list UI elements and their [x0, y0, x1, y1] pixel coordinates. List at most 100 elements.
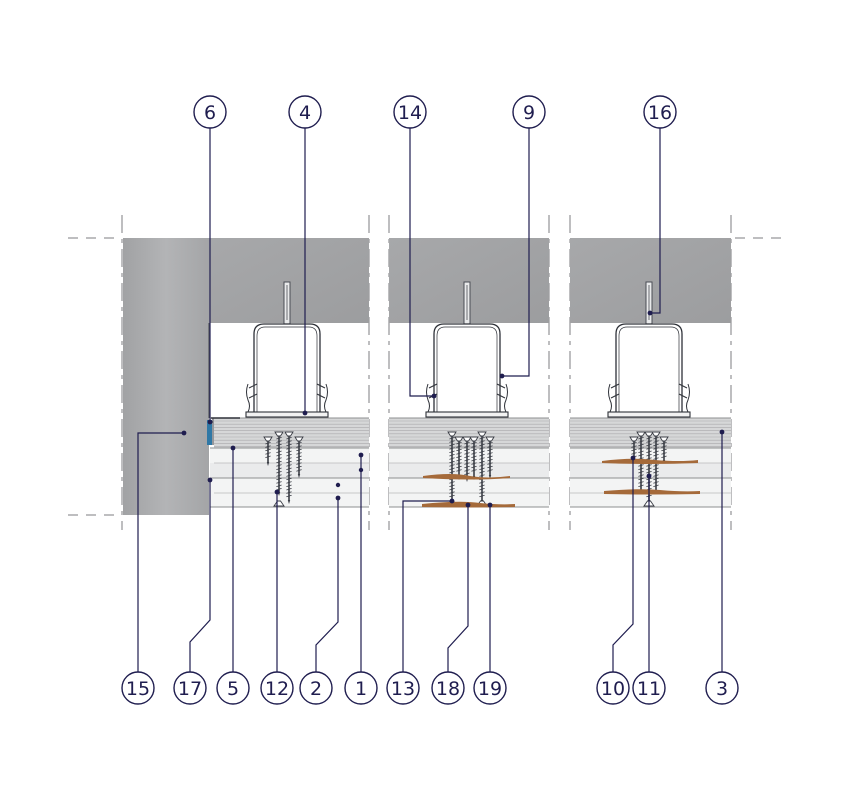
callout-circle [512, 95, 546, 129]
callout-number: 16 [648, 102, 672, 124]
sealant-bead [207, 420, 212, 445]
screw-7 [462, 436, 472, 482]
callout-2: 2 [299, 671, 333, 705]
callout-number: 2 [310, 678, 322, 700]
leader-dot-extra-1 [358, 467, 364, 473]
leader-dot-17 [207, 477, 213, 483]
screw-2 [274, 431, 284, 496]
leader-dot-2 [335, 495, 341, 501]
ceiling-profile-1 [245, 281, 329, 418]
callout-number: 18 [436, 678, 460, 700]
leader-dot-10 [630, 455, 636, 461]
ceiling-profile-3 [607, 281, 691, 418]
screw-10 [485, 436, 495, 479]
callout-11: 11 [632, 671, 666, 705]
callout-12: 12 [260, 671, 294, 705]
leader-dot-13 [449, 498, 455, 504]
callout-circle [596, 671, 630, 705]
callout-number: 9 [523, 102, 535, 124]
callout-number: 4 [299, 102, 311, 124]
callout-10: 10 [596, 671, 630, 705]
callout-circle [299, 671, 333, 705]
screw-6 [454, 436, 464, 480]
callout-circle [386, 671, 420, 705]
callout-19: 19 [473, 671, 507, 705]
screw-4 [294, 436, 304, 478]
callout-circle [705, 671, 739, 705]
callout-circle [216, 671, 250, 705]
callout-circle [288, 95, 322, 129]
wall-section [123, 238, 209, 515]
callout-circle [344, 671, 378, 705]
leader-14 [409, 128, 434, 397]
callout-number: 19 [478, 678, 502, 700]
acoustic-strip-10 [602, 458, 698, 464]
leader-dot-3 [719, 429, 725, 435]
callout-18: 18 [431, 671, 465, 705]
leader-18 [447, 505, 469, 672]
callout-circle [173, 671, 207, 705]
callout-3: 3 [705, 671, 739, 705]
callout-4: 4 [288, 95, 322, 129]
callout-circle [193, 95, 227, 129]
leader-dot-6 [207, 419, 213, 425]
leader-dot-15 [181, 430, 187, 436]
callout-15: 15 [121, 671, 155, 705]
leader-dot-19 [487, 502, 493, 508]
callout-circle [473, 671, 507, 705]
callout-number: 5 [227, 678, 239, 700]
screw-1 [263, 436, 273, 466]
leader-dot-1 [358, 452, 364, 458]
leader-16 [650, 128, 661, 314]
leader-dot-9 [499, 373, 505, 379]
callout-circle [643, 95, 677, 129]
leader-17 [189, 480, 211, 672]
screw-8 [469, 436, 479, 480]
callout-circle [121, 671, 155, 705]
callout-circle [632, 671, 666, 705]
callout-number: 17 [178, 678, 202, 700]
leader-dot-5 [230, 445, 236, 451]
callout-6: 6 [193, 95, 227, 129]
ceiling-profiles [245, 281, 691, 418]
callout-number: 1 [355, 678, 367, 700]
leader-dot-12 [274, 489, 280, 495]
screw-3 [284, 431, 294, 504]
callout-14: 14 [393, 95, 427, 129]
leader-dot-14 [431, 393, 437, 399]
leader-10 [612, 458, 634, 672]
callout-number: 3 [716, 678, 728, 700]
acoustic-strip-11 [604, 489, 700, 495]
callout-17: 17 [173, 671, 207, 705]
callout-13: 13 [386, 671, 420, 705]
callout-number: 6 [204, 102, 216, 124]
callout-number: 10 [601, 678, 625, 700]
leader-2 [315, 498, 339, 672]
screw-15 [659, 436, 669, 464]
callout-circle [260, 671, 294, 705]
leader-dot-4 [302, 410, 308, 416]
leader-dot-16 [647, 310, 653, 316]
acoustic-strip-13 [423, 474, 510, 480]
leader-dot-extra-2 [335, 482, 341, 488]
wall-connection [207, 323, 240, 445]
screw-9 [477, 431, 487, 504]
leader-13 [402, 500, 452, 672]
callout-16: 16 [643, 95, 677, 129]
leader-dot-11 [646, 473, 652, 479]
callout-5: 5 [216, 671, 250, 705]
callout-9: 9 [512, 95, 546, 129]
callout-number: 15 [126, 678, 150, 700]
callout-number: 14 [398, 102, 422, 124]
callout-number: 13 [391, 678, 415, 700]
leader-9 [502, 128, 530, 377]
callout-1: 1 [344, 671, 378, 705]
callout-number: 12 [265, 678, 289, 700]
leader-lines [137, 128, 725, 672]
leader-dot-18 [465, 502, 471, 508]
leader-15 [137, 432, 184, 672]
callout-circle [431, 671, 465, 705]
